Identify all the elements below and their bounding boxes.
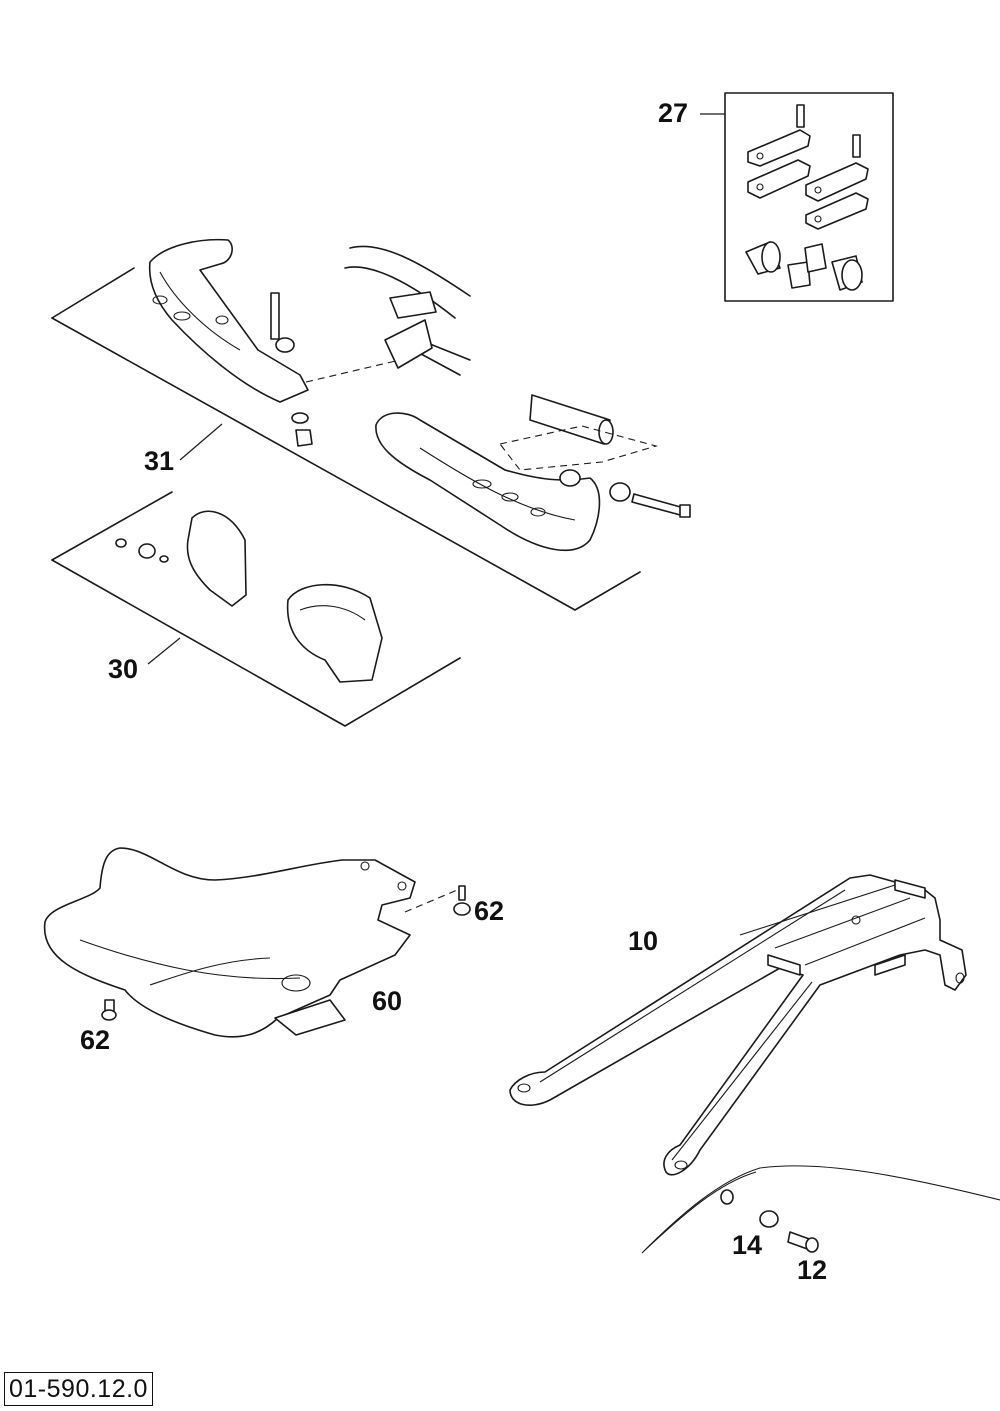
callout-12: 12 [797,1255,827,1285]
skid-plate-60 [43,847,471,1038]
callout-30: 30 [108,654,138,684]
handguard-assembly-31 [51,238,691,611]
mounting-kit-27 [700,92,894,302]
callout-14: 14 [732,1230,762,1260]
luggage-rack-10 [509,874,1000,1254]
callout-10: 10 [628,926,658,956]
callout-62-bottom: 62 [80,1025,110,1055]
callout-60: 60 [372,986,402,1016]
callout-62-top: 62 [474,896,504,926]
spoiler-assembly-30 [51,491,461,727]
callout-31: 31 [144,446,174,476]
callout-27: 27 [658,98,688,128]
document-number: 01-590.12.0 [4,1372,153,1406]
